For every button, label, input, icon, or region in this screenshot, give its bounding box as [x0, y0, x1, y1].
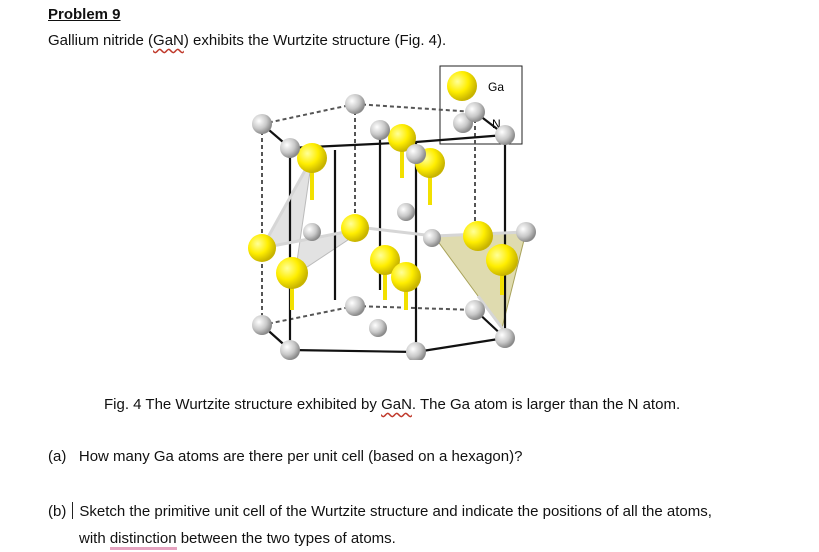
question-b-line2-prefix: with: [79, 530, 110, 547]
question-a-text: How many Ga atoms are there per unit cel…: [78, 448, 523, 465]
legend-ga-atom: [447, 71, 477, 101]
question-a: (a) How many Ga atoms are there per unit…: [48, 448, 522, 465]
legend: Ga N: [439, 65, 523, 145]
figure-caption: Fig. 4 The Wurtzite structure exhibited …: [104, 396, 680, 413]
legend-ga-label: Ga: [488, 80, 504, 94]
ga-atoms: [248, 124, 518, 292]
caption-formula: GaN: [381, 396, 412, 413]
intro-formula: GaN: [153, 32, 184, 49]
wurtzite-figure: Ga N: [248, 65, 536, 360]
question-a-label: (a): [48, 448, 67, 465]
caption-suffix: . The Ga atom is larger than the N atom.: [411, 396, 681, 413]
question-b-line2-suffix: between the two types of atoms.: [176, 530, 396, 547]
intro-suffix: ) exhibits the Wurtzite structure (Fig. …: [183, 32, 447, 49]
question-b: (b) Sketch the primitive unit cell of the…: [48, 498, 712, 552]
question-b-label: (b): [48, 503, 67, 520]
question-b-line1: Sketch the primitive unit cell of the Wu…: [79, 503, 712, 520]
legend-n-label: N: [492, 117, 501, 131]
caption-prefix: Fig. 4 The Wurtzite structure exhibited …: [104, 396, 382, 413]
problem-intro: Gallium nitride (GaN) exhibits the Wurtz…: [48, 32, 446, 49]
problem-title: Problem 9: [48, 6, 121, 23]
intro-prefix: Gallium nitride (: [48, 32, 154, 49]
question-b-line2-mark: distinction: [109, 530, 177, 550]
n-atoms: [252, 94, 536, 360]
text-cursor: [72, 502, 74, 519]
